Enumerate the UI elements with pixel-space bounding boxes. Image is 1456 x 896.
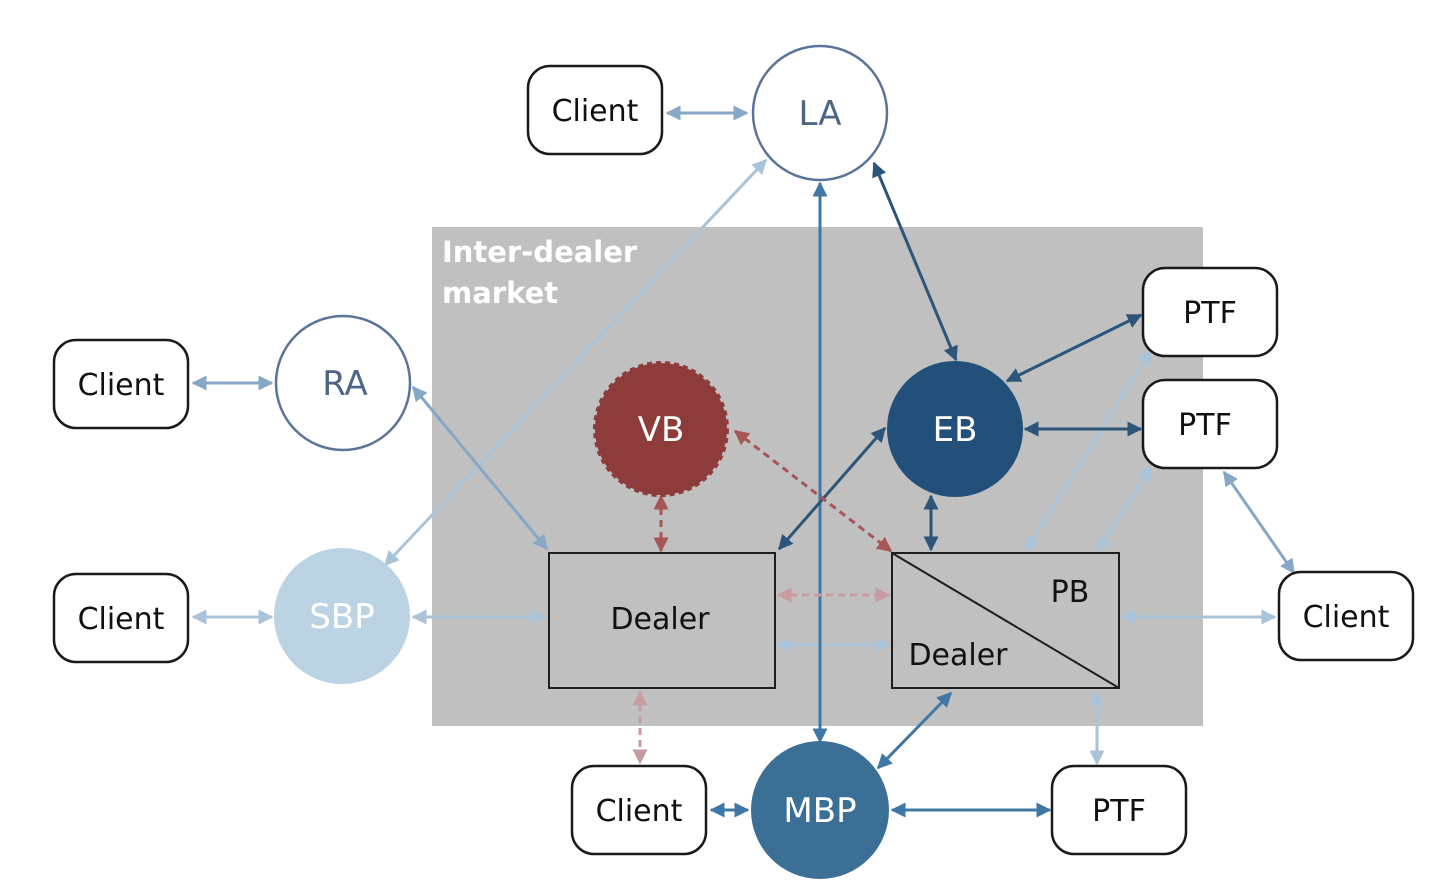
dealer-box xyxy=(548,552,776,689)
client-right-label: Client xyxy=(1303,600,1390,635)
arrow-ptf-mid-client-right xyxy=(1222,470,1296,575)
pb-dealer-divider xyxy=(891,552,1120,689)
pb-dealer-label: Dealer xyxy=(908,638,1008,673)
ra-label: RA xyxy=(322,364,368,404)
ptf-mid-box xyxy=(1141,378,1279,470)
pb-label: PB xyxy=(1051,575,1090,610)
arrow-ptf-mid-pb xyxy=(1096,464,1153,553)
ra-node xyxy=(274,314,412,452)
client-left-ra-label: Client xyxy=(78,368,165,403)
sbp-node xyxy=(274,548,410,684)
inter-dealer-market-label-line2: market xyxy=(442,276,558,310)
arrow-vb-pb-dashed xyxy=(733,429,893,553)
mbp-node xyxy=(751,741,889,879)
ptf-bottom-box xyxy=(1050,764,1188,856)
ptf-top-box xyxy=(1141,266,1279,358)
client-top-label: Client xyxy=(552,94,639,129)
eb-label: EB xyxy=(933,410,978,450)
vb-node xyxy=(593,361,729,497)
arrow-ptf-top-pb xyxy=(1024,348,1153,553)
ptf-bottom-label: PTF xyxy=(1092,794,1146,829)
client-bottom-label: Client xyxy=(596,794,683,829)
arrow-la-eb xyxy=(872,161,958,362)
arrow-ra-dealer xyxy=(411,385,549,551)
eb-node xyxy=(887,361,1023,497)
arrow-mbp-pb xyxy=(876,691,953,770)
client-left-sbp-label: Client xyxy=(78,602,165,637)
mbp-label: MBP xyxy=(783,791,856,831)
client-left-sbp-box xyxy=(52,572,190,664)
vb-label: VB xyxy=(638,410,685,450)
client-right-box xyxy=(1277,570,1415,662)
client-left-ra-box xyxy=(52,338,190,430)
client-bottom-box xyxy=(570,764,708,856)
client-top-box xyxy=(526,64,664,156)
dealer-box-label: Dealer xyxy=(610,602,710,637)
la-node xyxy=(751,44,889,182)
sbp-label: SBP xyxy=(309,597,374,637)
arrow-eb-ptf-top xyxy=(1005,313,1143,383)
la-label: LA xyxy=(799,94,842,134)
ptf-mid-label: PTF xyxy=(1178,408,1232,443)
inter-dealer-market-label: Inter-dealer xyxy=(442,235,638,269)
ptf-top-label: PTF xyxy=(1183,296,1237,331)
